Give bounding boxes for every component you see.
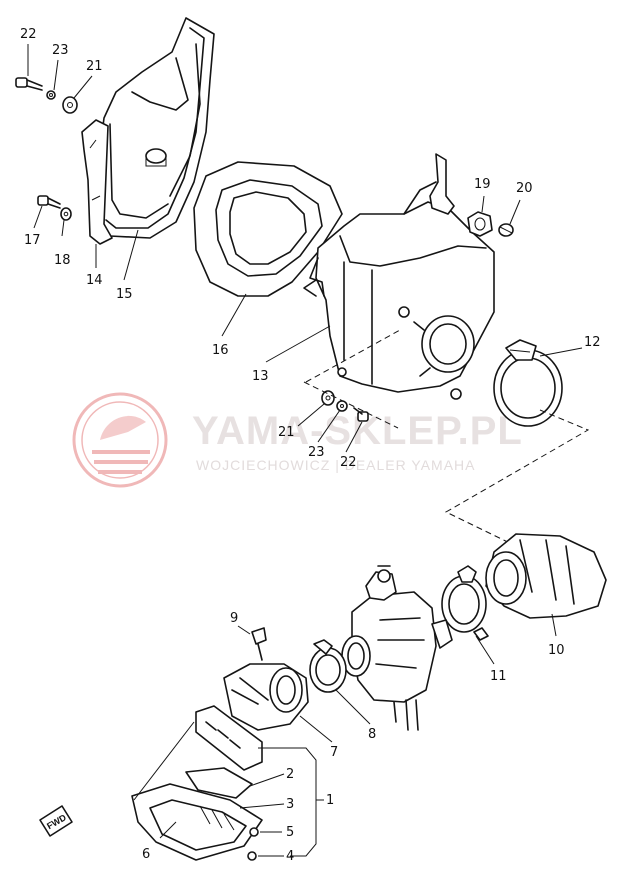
callout-23-top: 23 [52, 43, 69, 58]
clamp-8 [309, 639, 347, 693]
callout-1: 1 [326, 793, 334, 808]
callout-21-top: 21 [86, 59, 103, 74]
callout-19: 19 [474, 177, 491, 192]
callout-2: 2 [286, 767, 294, 782]
bolt-group-top [15, 77, 78, 221]
callout-12: 12 [584, 335, 601, 350]
grommet-bolt-right [467, 211, 514, 237]
callout-3: 3 [286, 797, 294, 812]
watermark-logo [72, 392, 168, 488]
callout-10: 10 [548, 643, 565, 658]
watermark-dealer: WOJCIECHOWICZ | DEALER YAMAHA [196, 457, 475, 473]
air-cleaner-cap-assembly [81, 17, 215, 245]
screw-9 [251, 627, 267, 661]
alignment-dashes [303, 329, 590, 549]
leader-lines [27, 44, 583, 857]
air-filter-element [193, 161, 343, 297]
joint-clamp-12 [493, 339, 563, 427]
callout-14: 14 [86, 273, 103, 288]
callout-22-middle: 22 [340, 455, 357, 470]
carburetor [341, 565, 453, 731]
callout-16: 16 [212, 343, 229, 358]
callout-5: 5 [286, 825, 294, 840]
callout-20: 20 [516, 181, 533, 196]
callout-21-middle: 21 [278, 425, 295, 440]
fwd-badge: FWD [39, 805, 73, 837]
callouts: 22 23 21 17 18 14 15 16 13 19 20 12 21 2… [20, 27, 601, 864]
bolt-group-middle [321, 390, 369, 422]
callout-6: 6 [142, 847, 150, 862]
carburetor-joint [485, 533, 607, 619]
watermark: YAMA-SKLEP.PL WOJCIECHOWICZ | DEALER YAM… [72, 392, 522, 488]
callout-15: 15 [116, 287, 133, 302]
callout-11: 11 [490, 669, 507, 684]
clamp-11 [441, 565, 489, 641]
callout-7: 7 [330, 745, 338, 760]
callout-4: 4 [286, 849, 294, 864]
callout-22-top: 22 [20, 27, 37, 42]
callout-13: 13 [252, 369, 269, 384]
reed-valve-assembly [131, 663, 309, 861]
callout-17: 17 [24, 233, 41, 248]
callout-18: 18 [54, 253, 71, 268]
air-cleaner-case [303, 153, 495, 400]
callout-9: 9 [230, 611, 238, 626]
callout-23-middle: 23 [308, 445, 325, 460]
callout-8: 8 [368, 727, 376, 742]
